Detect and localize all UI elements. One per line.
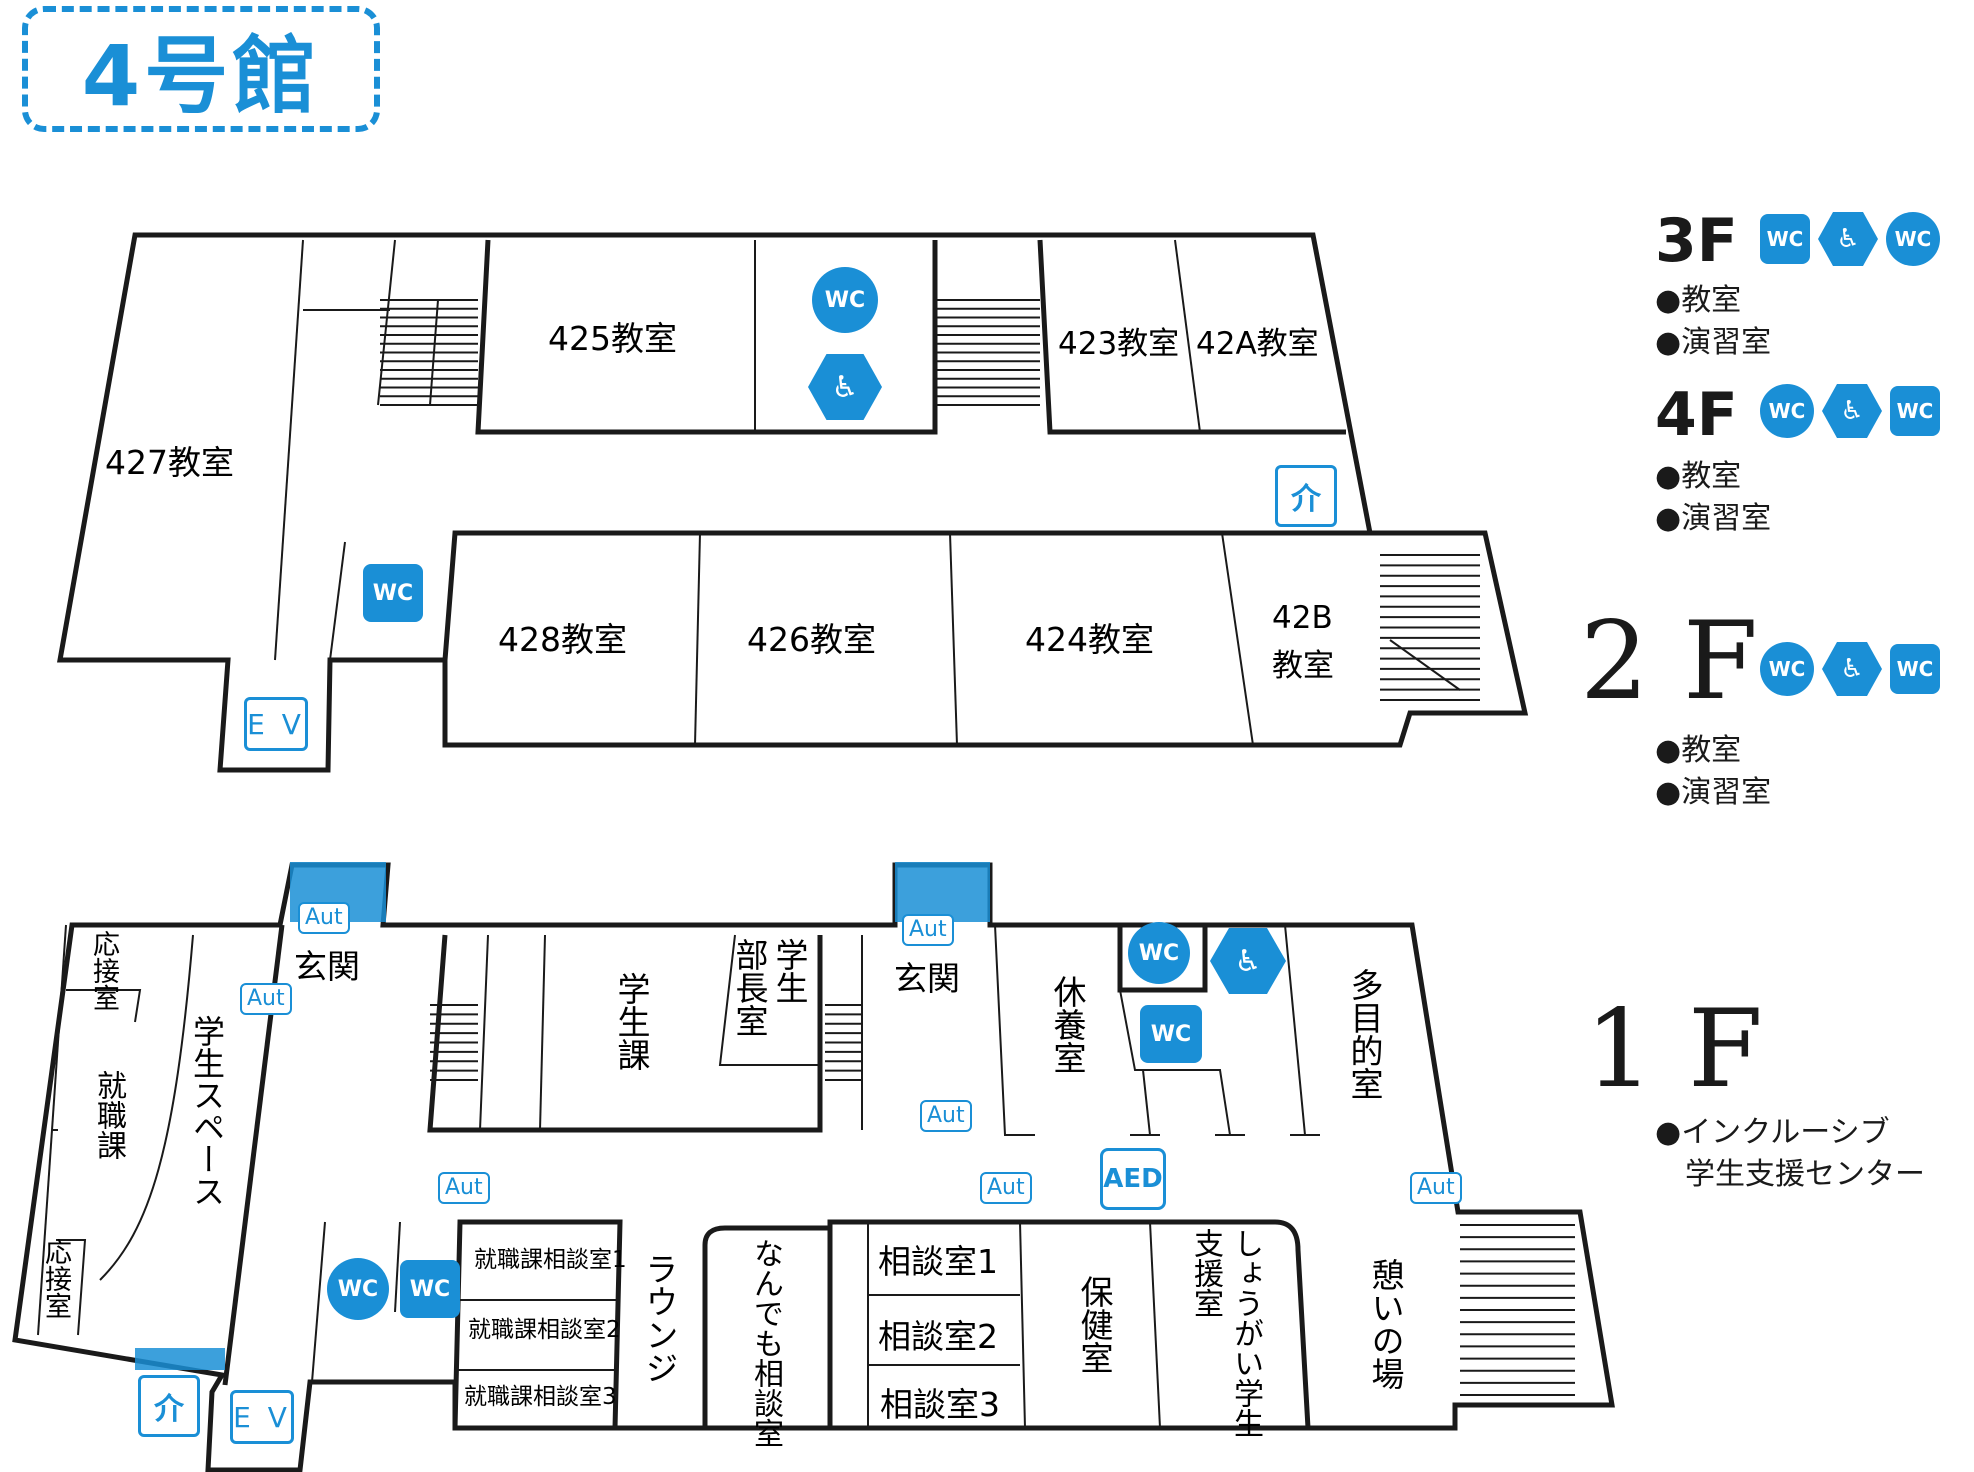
legend-3f-item: 教室 <box>1655 280 1771 322</box>
room-sodan-2: 相談室2 <box>878 1317 998 1356</box>
legend-3f: 教室 演習室 <box>1655 280 1771 364</box>
aed-icon: AED <box>1100 1148 1166 1210</box>
floor-label-4f: 4F <box>1655 380 1738 450</box>
legend-4f-item: 演習室 <box>1655 498 1771 540</box>
legend-1f-item: インクルーシブ <box>1655 1112 1925 1154</box>
legend-3f-item: 演習室 <box>1655 322 1771 364</box>
care-room-icon: 介 <box>1275 465 1337 527</box>
room-sodan-shoku-2: 就職課相談室2 <box>468 1317 621 1343</box>
stairs-upper-left <box>377 239 478 406</box>
auto-door-icon: Aut <box>920 1100 972 1132</box>
legend-2f-item: 演習室 <box>1655 772 1771 814</box>
wc-icon: WC <box>1886 212 1940 266</box>
room-428: 428教室 <box>498 620 627 659</box>
room-shushoku: 就職課 <box>91 1070 126 1160</box>
legend-4f-item: 教室 <box>1655 456 1771 498</box>
upper-floor-plan <box>57 232 1529 773</box>
room-425: 425教室 <box>548 319 677 358</box>
room-42b-suffix: 教室 <box>1272 648 1334 684</box>
glass-door-mid <box>895 862 990 922</box>
elevator-icon: E V <box>230 1390 294 1444</box>
room-mokuteki: 多目的室 <box>1345 968 1384 1100</box>
glass-door-bottom <box>135 1348 225 1370</box>
room-42b-number: 42B <box>1272 600 1333 636</box>
wc-icon: WC <box>1140 1005 1202 1063</box>
auto-door-icon: Aut <box>902 914 954 946</box>
legend-4f: 教室 演習室 <box>1655 456 1771 540</box>
room-kyuyou: 休養室 <box>1048 975 1087 1074</box>
auto-door-icon: Aut <box>240 983 292 1015</box>
accessible-toilet-icon: ♿ <box>1822 384 1882 438</box>
room-genkan-mid: 玄関 <box>894 959 960 998</box>
accessible-toilet-icon: ♿ <box>1818 212 1878 266</box>
wc-icon: WC <box>1890 644 1940 694</box>
stairs-upper-right <box>1380 554 1480 701</box>
building-title: 4号館 <box>22 6 380 132</box>
room-gakusei-ka: 学生課 <box>612 972 651 1071</box>
first-floor-plan <box>12 862 1615 1472</box>
auto-door-icon: Aut <box>980 1172 1032 1204</box>
room-lounge: ラウンジ <box>640 1252 679 1384</box>
wc-icon: WC <box>1128 922 1190 984</box>
room-hoken: 保健室 <box>1075 1275 1114 1374</box>
room-gakusei-space: 学生スペース <box>188 1015 226 1207</box>
elevator-icon: E V <box>244 697 308 751</box>
room-gakusei-buchou-2: 部長室 <box>730 938 769 1037</box>
room-sodan-1: 相談室1 <box>878 1242 998 1281</box>
room-sodan-shoku-3: 就職課相談室3 <box>464 1384 617 1410</box>
care-room-icon: 介 <box>138 1375 200 1437</box>
legend-1f: インクルーシブ 学生支援センター <box>1655 1112 1925 1196</box>
wc-icon: WC <box>1760 214 1810 264</box>
room-ousetsu-top: 応接室 <box>88 930 119 1011</box>
room-423: 423教室 <box>1058 326 1180 362</box>
stairs-upper-mid <box>935 299 1040 406</box>
room-gakusei-buchou-1: 学生 <box>770 938 809 1004</box>
room-427: 427教室 <box>105 443 234 482</box>
accessible-toilet-icon: ♿ <box>1822 642 1882 696</box>
room-nandemo-sodan: なんでも相談室 <box>748 1238 783 1448</box>
legend-2f-item: 教室 <box>1655 730 1771 772</box>
room-genkan-left: 玄関 <box>294 947 360 986</box>
auto-door-icon: Aut <box>298 902 350 934</box>
upper-outer-wall <box>57 232 1529 773</box>
wc-icon: WC <box>1890 386 1940 436</box>
room-shien-label-1: 支援室 <box>1188 1228 1223 1318</box>
wc-icon: WC <box>1760 642 1814 696</box>
wc-icon: WC <box>363 564 423 622</box>
room-shien-label-2: しょうがい学生 <box>1228 1228 1263 1438</box>
room-ikoi: 憩いの場 <box>1366 1258 1405 1390</box>
auto-door-icon: Aut <box>438 1172 490 1204</box>
wc-icon: WC <box>812 267 878 333</box>
floor-label-2f: 2 F <box>1580 599 1758 724</box>
room-ousetsu-bottom: 応接室 <box>40 1238 71 1319</box>
room-42a: 42A教室 <box>1196 326 1319 362</box>
wc-icon: WC <box>1760 384 1814 438</box>
floor-label-1f: 1 F <box>1585 987 1763 1112</box>
room-424: 424教室 <box>1025 620 1154 659</box>
wc-icon: WC <box>327 1258 389 1320</box>
auto-door-icon: Aut <box>1410 1172 1462 1204</box>
room-sodan-3: 相談室3 <box>880 1385 1000 1424</box>
legend-1f-item: 学生支援センター <box>1685 1157 1925 1192</box>
legend-2f: 教室 演習室 <box>1655 730 1771 814</box>
wc-icon: WC <box>400 1260 460 1318</box>
room-426: 426教室 <box>747 620 876 659</box>
room-sodan-shoku-1: 就職課相談室1 <box>474 1247 627 1273</box>
floor-label-3f: 3F <box>1655 206 1738 276</box>
